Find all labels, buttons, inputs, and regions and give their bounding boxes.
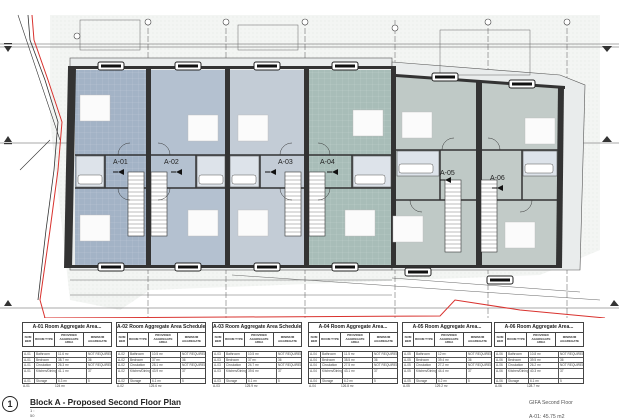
site-boundary: [31, 14, 63, 318]
col-header: PROVIDED AGGREGATE AREA: [341, 333, 370, 346]
gifa-label: GIFA Second Floor: [529, 400, 573, 406]
col-header: NUM BER: [117, 333, 128, 346]
schedule-a-02: A-02 Room Aggregate Area Schedule NUM BE…: [116, 322, 206, 389]
col-header: ROOM TYPE: [34, 333, 55, 346]
drawing-number: 1: [2, 396, 18, 412]
col-header: NUM BER: [495, 333, 506, 346]
col-header: PROVIDED AGGREGATE AREA: [55, 333, 84, 346]
unit-label-a-01: A-01: [113, 159, 128, 166]
col-header: PROVIDED AGGREGATE AREA: [527, 333, 556, 346]
col-header: PROVIDED AGGREGATE AREA: [245, 333, 274, 346]
schedule-title: A-03 Room Aggregate Area Schedule: [212, 322, 302, 333]
unit-label-a-03: A-03: [278, 159, 293, 166]
col-header: ROOM TYPE: [506, 333, 527, 346]
drawing-scale: 1 : 50: [30, 408, 35, 418]
col-header: PROVIDED AGGREGATE AREA: [149, 333, 178, 346]
col-header: ROOM TYPE: [320, 333, 341, 346]
gifa-value: A-01: 45.75 m2: [529, 414, 565, 420]
unit-label-a-02: A-02: [164, 159, 179, 166]
unit-label-a-04: A-04: [320, 159, 335, 166]
col-header: PROVIDED AGGREGATE AREA: [435, 333, 464, 346]
schedule-a-01: A-01 Room Aggregate Area... NUM BER ROOM…: [22, 322, 112, 389]
col-header: MINIMUM AGGREGATE: [181, 335, 202, 343]
schedule-title: A-02 Room Aggregate Area Schedule: [116, 322, 206, 333]
schedule-title: A-06 Room Aggregate Area...: [494, 322, 584, 333]
col-header: MINIMUM AGGREGATE: [559, 335, 580, 343]
col-header: MINIMUM AGGREGATE: [87, 335, 108, 343]
col-header: ROOM TYPE: [224, 333, 245, 346]
room-area-schedules: A-01 Room Aggregate Area... NUM BER ROOM…: [22, 322, 592, 392]
unit-label-a-05: A-05: [440, 170, 455, 177]
col-header: MINIMUM AGGREGATE: [277, 335, 298, 343]
col-header: NUM BER: [309, 333, 320, 346]
gifa-note: GIFA Second Floor A-01: 45.75 m2: [529, 400, 573, 420]
col-header: MINIMUM AGGREGATE: [373, 335, 394, 343]
schedule-title: A-04 Room Aggregate Area...: [308, 322, 398, 333]
col-header: MINIMUM AGGREGATE: [467, 335, 488, 343]
drawing-title: Block A - Proposed Second Floor Plan: [30, 397, 182, 408]
floor-plan-drawing: A-01 A-02 A-03 A-04 A-05 A-06: [0, 14, 619, 318]
schedule-title: A-01 Room Aggregate Area...: [22, 322, 112, 333]
col-header: ROOM TYPE: [414, 333, 435, 346]
col-header: NUM BER: [213, 333, 224, 346]
schedule-a-06: A-06 Room Aggregate Area... NUM BER ROOM…: [494, 322, 584, 389]
schedule-title: A-05 Room Aggregate Area...: [402, 322, 492, 333]
col-header: NUM BER: [403, 333, 414, 346]
schedule-a-05: A-05 Room Aggregate Area... NUM BER ROOM…: [402, 322, 492, 389]
schedule-a-03: A-03 Room Aggregate Area Schedule NUM BE…: [212, 322, 302, 389]
schedule-a-04: A-04 Room Aggregate Area... NUM BER ROOM…: [308, 322, 398, 389]
col-header: NUM BER: [23, 333, 34, 346]
unit-label-a-06: A-06: [490, 175, 505, 182]
col-header: ROOM TYPE: [128, 333, 149, 346]
